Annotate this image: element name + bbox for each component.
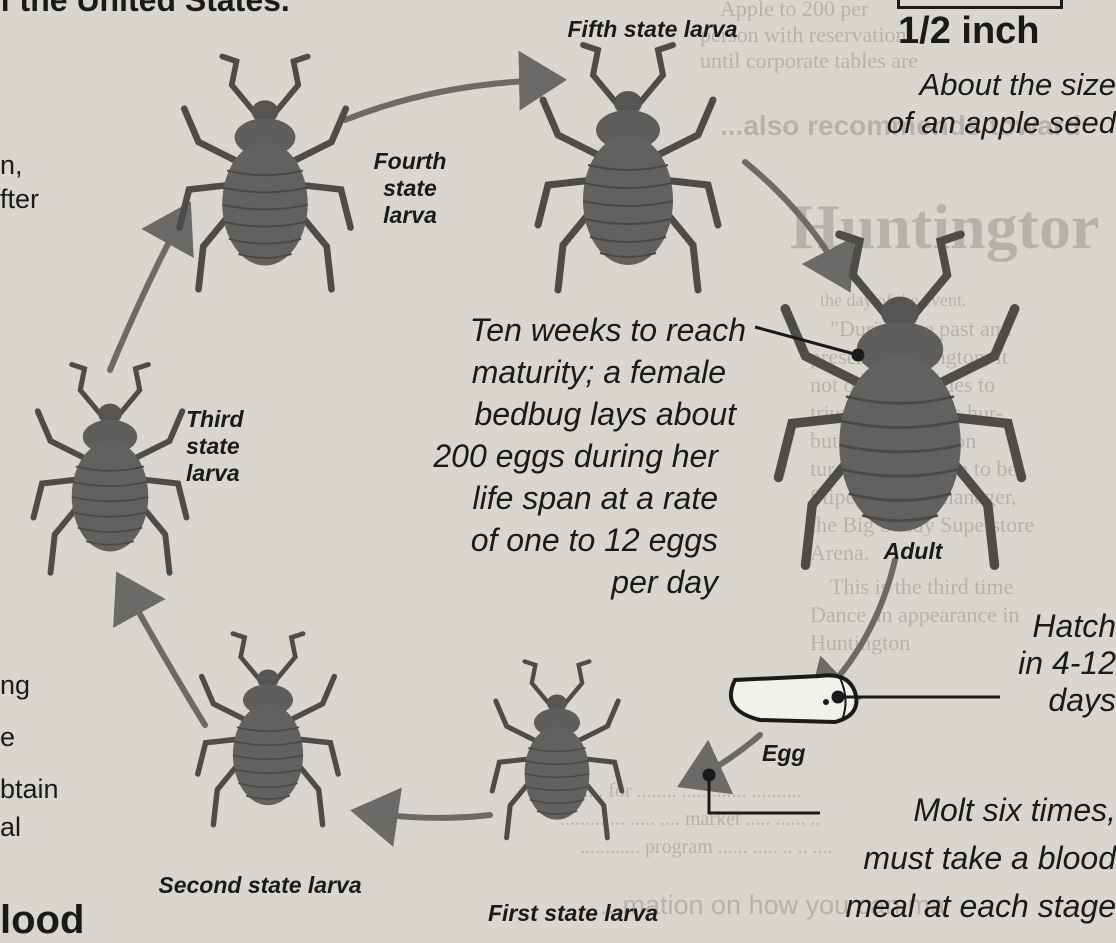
label-adult: Adult	[868, 538, 958, 565]
label-fifth-stage: Fifth state larva	[540, 16, 765, 43]
label-second-stage: Second state larva	[130, 872, 390, 899]
caption-maturity-line-4: 200 eggs during her	[433, 438, 718, 475]
third-stage-bug	[33, 365, 186, 573]
caption-maturity-line-5: life span at a rate	[473, 480, 718, 517]
adult-bug	[779, 235, 1022, 566]
leader-molt	[709, 775, 820, 813]
arrow-third-to-fourth	[110, 212, 185, 370]
caption-hatch-line-2: in 4-12	[1018, 645, 1116, 682]
arrow-egg-to-first	[688, 735, 760, 782]
arrow-fourth-to-fifth	[345, 80, 555, 120]
label-third-stage-line-2: state	[186, 433, 266, 460]
label-fourth-stage-line-1: Fourth	[370, 148, 450, 175]
label-fourth-stage-line-3: larva	[370, 202, 450, 229]
caption-molt-line-1: Molt six times,	[913, 792, 1116, 829]
caption-maturity-line-6: of one to 12 eggs	[471, 522, 718, 559]
fourth-stage-bug	[180, 56, 351, 289]
label-egg: Egg	[762, 740, 842, 767]
first-stage-bug	[492, 661, 622, 837]
second-stage-bug	[198, 634, 338, 825]
caption-maturity-line-1: Ten weeks to reach	[470, 312, 746, 349]
label-first-stage: First state larva	[458, 900, 688, 927]
fifth-stage-bug	[538, 45, 718, 290]
caption-molt-line-2: must take a blood	[863, 840, 1116, 877]
caption-hatch-line-1: Hatch	[1032, 608, 1116, 645]
caption-maturity-line-3: bedbug lays about	[474, 396, 736, 433]
arrow-fifth-to-adult	[745, 162, 845, 282]
caption-molt-line-3: meal at each stage	[846, 888, 1116, 925]
label-third-stage-line-3: larva	[186, 460, 266, 487]
caption-maturity-line-2: maturity; a female	[472, 354, 726, 391]
label-third-stage-line-1: Third	[186, 406, 266, 433]
caption-maturity-line-7: per day	[611, 564, 718, 601]
arrow-first-to-second	[362, 812, 490, 818]
arrow-second-to-third	[122, 582, 205, 725]
label-fourth-stage-line-2: state	[370, 175, 450, 202]
caption-hatch-line-3: days	[1048, 682, 1116, 719]
